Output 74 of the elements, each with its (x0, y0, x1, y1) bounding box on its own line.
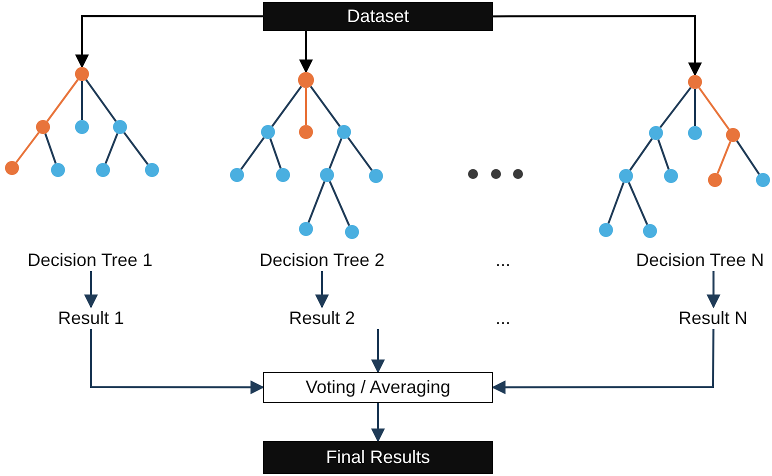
tree-branch-line (347, 137, 373, 171)
tree-branch-line (269, 138, 282, 169)
process-box: Voting / Averaging (263, 372, 493, 403)
tree-node-circle (649, 126, 663, 140)
arrow (84, 271, 98, 308)
tree-node-circle (299, 222, 313, 236)
arrow (493, 15, 702, 76)
tree-branch-line (240, 137, 265, 170)
tree-branch-line (85, 79, 117, 122)
caption-text: Decision Tree 2 (260, 249, 385, 271)
caption-text: Decision Tree 1 (28, 249, 153, 271)
arrow (706, 271, 720, 308)
tree-node-circle (5, 161, 19, 175)
arrow (299, 31, 313, 74)
tree-node-circle (688, 126, 702, 140)
caption-text: Result 2 (289, 307, 356, 329)
caption-text: Result 1 (58, 307, 124, 329)
tree-node-circle (599, 223, 613, 237)
tree-node-circle (708, 173, 722, 187)
tree-branch-line (659, 86, 692, 128)
tree-node-circle (230, 168, 244, 182)
tree-branch-line (310, 86, 341, 127)
tree-branch-line (694, 89, 696, 126)
tree-node-circle (75, 120, 89, 134)
tree-branch-line (271, 86, 302, 127)
tree-branch-line (308, 181, 326, 223)
tree-node-circle (643, 224, 657, 238)
title-box: Dataset (263, 2, 493, 31)
tree-branch-line (104, 133, 118, 164)
tree-node-circle (298, 72, 314, 88)
ellipsis-text: ... (496, 307, 511, 329)
tree-branch-line (657, 139, 670, 170)
arrow (75, 15, 263, 68)
tree-node-circle (726, 128, 740, 142)
tree-node-circle (369, 169, 383, 183)
tree-node-circle (345, 225, 359, 239)
tree-node-circle (688, 75, 702, 89)
tree-branch-line (629, 138, 653, 171)
tree-node-circle (299, 125, 313, 139)
tree-node-circle (113, 120, 127, 134)
caption-text: Result N (678, 307, 748, 329)
tree-branch-line (736, 140, 760, 175)
tree-branch-line (46, 79, 79, 122)
arrow (315, 271, 329, 308)
tree-node-circle (51, 163, 65, 177)
caption-text: Decision Tree N (636, 249, 764, 271)
tree-branch-line (716, 141, 732, 174)
tree-branch-line (44, 133, 57, 164)
tree-node-circle (145, 163, 159, 177)
tree-branch-line (608, 182, 624, 224)
tree-node-circle (619, 169, 633, 183)
tree-node-circle (756, 173, 770, 187)
tree-branch-line (15, 132, 40, 164)
arrow (90, 329, 264, 394)
tree-node-circle (664, 169, 678, 183)
tree-node-circle (337, 125, 351, 139)
title-box: Final Results (263, 441, 493, 474)
ellipsis-text: ... (496, 249, 511, 271)
tree-node-circle (36, 120, 50, 134)
arrow (371, 329, 385, 374)
tree-node-circle (75, 67, 89, 81)
tree-branch-line (123, 132, 149, 165)
tree-branch-line (328, 138, 342, 169)
tree-node-circle (320, 168, 334, 182)
tree-node-circle (276, 168, 290, 182)
tree-node-circle (96, 163, 110, 177)
arrow (371, 403, 385, 442)
tree-node-circle (261, 125, 275, 139)
tree-branch-line (81, 81, 83, 120)
tree-branch-line (628, 182, 648, 225)
tree-branch-line (305, 88, 307, 125)
arrow (492, 329, 714, 394)
tree-branch-line (328, 181, 350, 226)
tree-branch-line (698, 87, 730, 130)
